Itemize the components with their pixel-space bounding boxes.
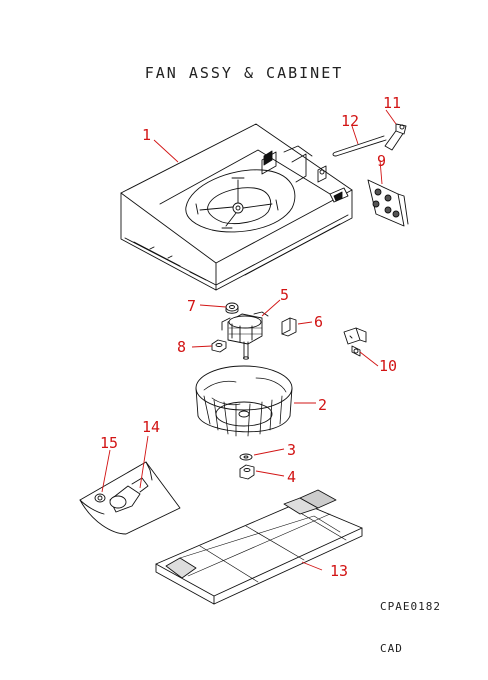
nut-small-drawing <box>211 339 227 353</box>
callout-8: 8 <box>177 338 186 356</box>
drawing-code: CPAE0182 <box>380 600 441 613</box>
bracket-plate-drawing <box>367 179 409 227</box>
washer-drawing <box>239 453 253 461</box>
cabinet-drawing <box>120 123 353 291</box>
callout-13: 13 <box>330 562 348 580</box>
callout-9: 9 <box>377 152 386 170</box>
callout-1: 1 <box>142 126 151 144</box>
rod-drawing <box>332 135 387 157</box>
callout-6: 6 <box>314 313 323 331</box>
callout-4: 4 <box>287 468 296 486</box>
callout-12: 12 <box>341 112 359 130</box>
connector-drawing <box>281 317 297 337</box>
callouts: 1 2 3 4 5 6 7 8 9 10 11 12 13 14 15 <box>100 94 401 580</box>
callout-7: 7 <box>187 297 196 315</box>
fan-wheel-drawing <box>195 365 293 437</box>
diagram-title: FAN ASSY & CABINET <box>144 64 344 82</box>
bag-drawing <box>79 461 181 535</box>
leader-lines <box>101 109 397 571</box>
cap-nut-drawing <box>225 302 239 314</box>
callout-10: 10 <box>379 357 397 375</box>
callout-14: 14 <box>142 418 160 436</box>
nut-drawing <box>239 464 255 480</box>
callout-15: 15 <box>100 434 118 452</box>
callout-5: 5 <box>280 286 289 304</box>
callout-2: 2 <box>318 396 327 414</box>
filter-panel-drawing <box>155 489 363 605</box>
footer-label: CAD <box>380 642 403 655</box>
pin-drawing <box>384 123 407 151</box>
callout-11: 11 <box>383 94 401 112</box>
switch-clip-drawing <box>343 327 367 357</box>
motor-drawing <box>221 311 269 360</box>
callout-3: 3 <box>287 441 296 459</box>
